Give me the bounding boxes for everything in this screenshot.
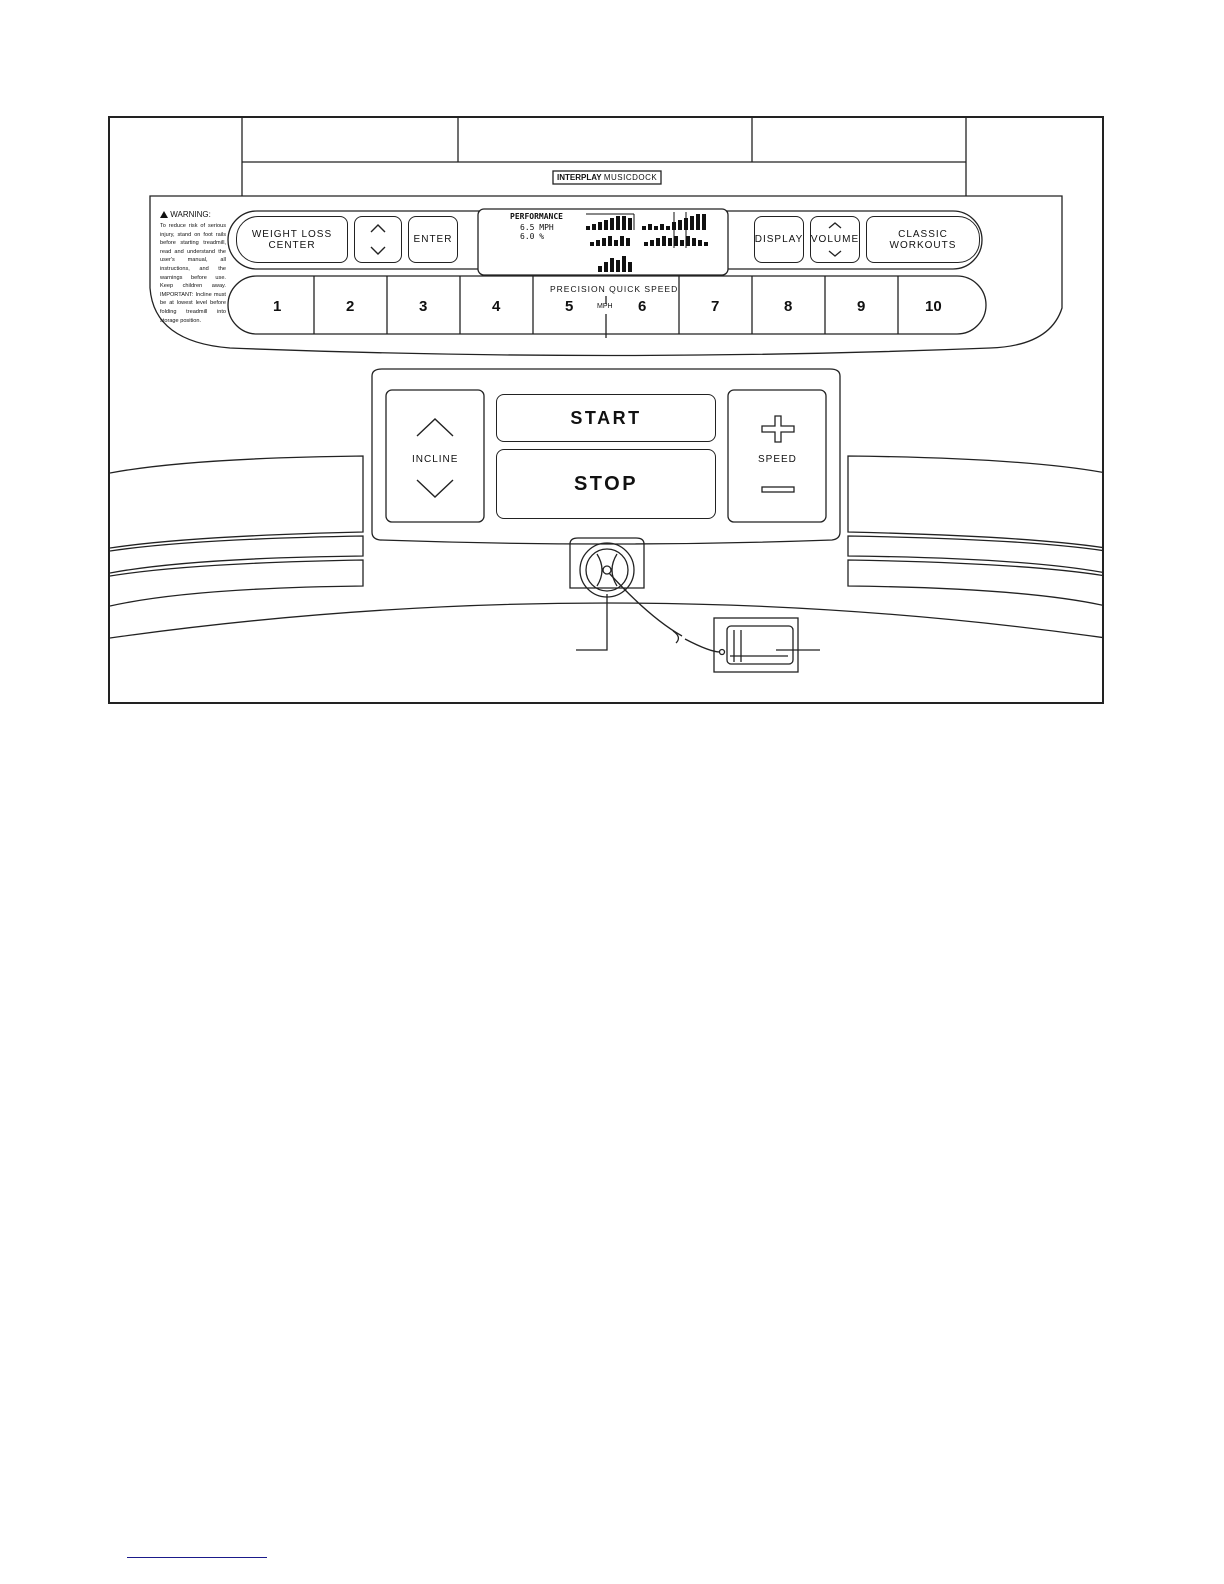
incline-label: INCLINE xyxy=(412,454,459,465)
incline-up-icon[interactable] xyxy=(415,416,455,438)
speed-label: SPEED xyxy=(758,454,797,465)
footer-rule xyxy=(127,1557,267,1558)
volume-down-icon[interactable] xyxy=(828,250,842,258)
quick-speed-key-1[interactable]: 1 xyxy=(273,298,282,315)
quick-speed-unit: MPH xyxy=(597,303,613,310)
warning-triangle-icon xyxy=(160,211,168,219)
quick-speed-key-9[interactable]: 9 xyxy=(857,298,866,315)
warning-title: WARNING: xyxy=(170,210,211,219)
lcd-speed: 6.5 MPH xyxy=(520,223,554,232)
lcd-title: PERFORMANCE xyxy=(510,212,563,221)
warning-heading: WARNING: xyxy=(160,210,211,219)
quick-speed-key-3[interactable]: 3 xyxy=(419,298,428,315)
brand-name: INTERPLAY xyxy=(557,173,602,182)
quick-speed-key-7[interactable]: 7 xyxy=(711,298,720,315)
volume-up-icon[interactable] xyxy=(828,221,842,229)
console-diagram: INTERPLAY MUSICDOCK WARNING: To reduce r… xyxy=(108,116,1104,704)
display-button[interactable]: DISPLAY xyxy=(754,216,804,263)
quick-speed-key-4[interactable]: 4 xyxy=(492,298,501,315)
volume-label: VOLUME xyxy=(810,233,860,245)
enter-button[interactable]: ENTER xyxy=(408,216,458,263)
weight-loss-center-button[interactable]: WEIGHT LOSS CENTER xyxy=(236,216,348,263)
brand-plate xyxy=(552,170,662,185)
speed-up-icon[interactable] xyxy=(760,414,796,444)
quick-speed-key-5[interactable]: 5 xyxy=(565,298,574,315)
quick-speed-title: PRECISION QUICK SPEED xyxy=(550,284,679,294)
brand-suffix: MUSICDOCK xyxy=(603,173,658,182)
incline-down-icon[interactable] xyxy=(415,478,455,500)
lcd-incline: 6.0 % xyxy=(520,232,545,241)
lcd-profile-graphs xyxy=(586,212,708,272)
arrow-down-icon[interactable] xyxy=(370,246,386,256)
warning-text: To reduce risk of serious injury, stand … xyxy=(160,223,226,324)
quick-speed-key-8[interactable]: 8 xyxy=(784,298,793,315)
quick-speed-key-6[interactable]: 6 xyxy=(638,298,647,315)
select-arrows-button[interactable] xyxy=(354,216,402,263)
quick-speed-key-10[interactable]: 10 xyxy=(925,298,942,315)
arrow-up-icon[interactable] xyxy=(370,223,386,233)
volume-button[interactable]: VOLUME xyxy=(810,216,860,263)
stop-button[interactable]: STOP xyxy=(496,449,716,519)
speed-down-icon[interactable] xyxy=(760,486,796,494)
quick-speed-key-2[interactable]: 2 xyxy=(346,298,355,315)
classic-workouts-button[interactable]: CLASSIC WORKOUTS xyxy=(866,216,980,263)
brand-label: INTERPLAY MUSICDOCK xyxy=(557,173,657,182)
start-button[interactable]: START xyxy=(496,394,716,442)
